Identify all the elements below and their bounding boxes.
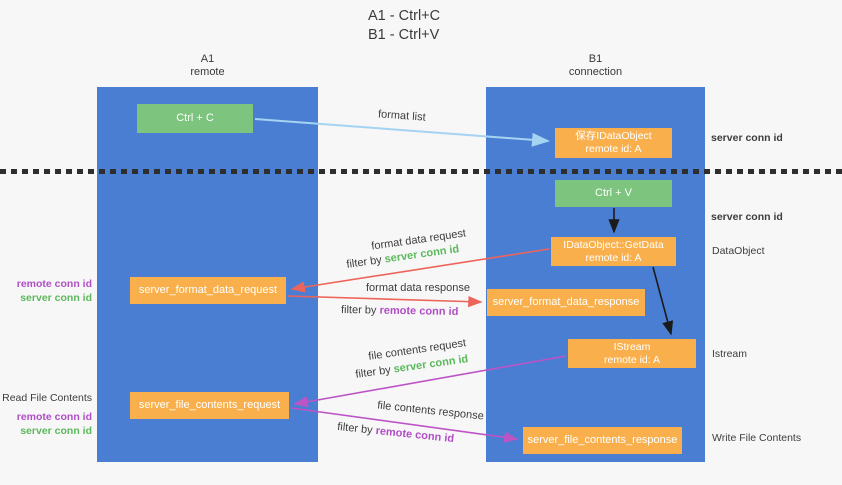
edge-label-file-contents-response: file contents response (376, 399, 485, 423)
side-label-istream: Istream (712, 348, 748, 360)
edge-label-filter-remote-conn-2: filter by remote conn id (337, 421, 455, 445)
lane-header-remote: A1 remote (97, 53, 318, 79)
node-server-file-contents-response: server_file_contents_response (523, 427, 682, 454)
filter-by-text: filter by (354, 364, 392, 381)
left-server-conn-id-1: server conn id (20, 292, 92, 304)
node-ctrl-c: Ctrl + C (137, 104, 253, 133)
side-label-read-file-contents: Read File Contents (2, 392, 92, 404)
filter-by-text: filter by (340, 303, 377, 317)
node-save-idataobject-line2: remote id: A (585, 143, 642, 155)
title-line-1: A1 - Ctrl+C (368, 8, 441, 24)
node-getdata-line2: remote id: A (585, 251, 642, 264)
node-save-idataobject-line1: 保存IDataObject (575, 130, 652, 142)
node-file-request-label: server_file_contents_request (138, 399, 281, 411)
node-idataobject-getdata: IDataObject::GetData remote id: A (551, 237, 676, 266)
node-istream-line2: remote id: A (603, 353, 661, 366)
filter-by-text: filter by (336, 420, 374, 437)
side-label-left-conn-ids-1: remote conn id server conn id (0, 277, 92, 305)
side-label-server-conn-id-top: server conn id (711, 132, 783, 144)
remote-conn-id-text: remote conn id (375, 424, 455, 446)
node-istream-line1: IStream (613, 340, 651, 353)
lane-header-connection: B1 connection (486, 53, 705, 79)
edge-label-filter-remote-conn-1: filter by remote conn id (341, 304, 459, 318)
lane-remote-subtitle: remote (190, 66, 225, 78)
diagram-title: A1 - Ctrl+C B1 - Ctrl+V (368, 7, 440, 45)
node-save-idataobject: 保存IDataObject remote id: A (555, 128, 672, 158)
node-getdata-line1: IDataObject::GetData (563, 238, 664, 251)
node-ctrl-v: Ctrl + V (555, 180, 672, 207)
node-ctrl-c-label: Ctrl + C (176, 112, 214, 124)
node-format-request-label: server_format_data_request (138, 284, 278, 296)
lane-remote-title: A1 (200, 53, 215, 65)
remote-conn-id-text: remote conn id (379, 304, 459, 319)
node-ctrl-v-label: Ctrl + V (595, 187, 632, 199)
node-server-format-data-response: server_format_data_response (487, 289, 645, 316)
node-file-response-label: server_file_contents_response (527, 434, 678, 446)
lane-connection-subtitle: connection (568, 66, 623, 78)
lane-connection-title: B1 (588, 53, 603, 65)
session-separator-line (0, 169, 842, 174)
node-server-format-data-request: server_format_data_request (130, 277, 286, 304)
edge-label-format-data-response: format data response (366, 282, 470, 294)
node-istream: IStream remote id: A (568, 339, 696, 368)
filter-by-text: filter by (345, 254, 383, 271)
node-format-response-label: server_format_data_response (492, 296, 640, 308)
side-label-server-conn-id-mid: server conn id (711, 211, 783, 223)
side-label-write-file-contents: Write File Contents (712, 432, 802, 444)
edge-label-format-list: format list (377, 108, 427, 124)
left-server-conn-id-2: server conn id (20, 425, 92, 437)
side-label-dataobject: DataObject (712, 245, 765, 257)
node-server-file-contents-request: server_file_contents_request (130, 392, 289, 419)
title-line-2: B1 - Ctrl+V (368, 27, 440, 43)
side-label-left-conn-ids-2: remote conn id server conn id (0, 410, 92, 438)
left-remote-conn-id-1: remote conn id (16, 278, 92, 290)
left-remote-conn-id-2: remote conn id (16, 411, 92, 423)
